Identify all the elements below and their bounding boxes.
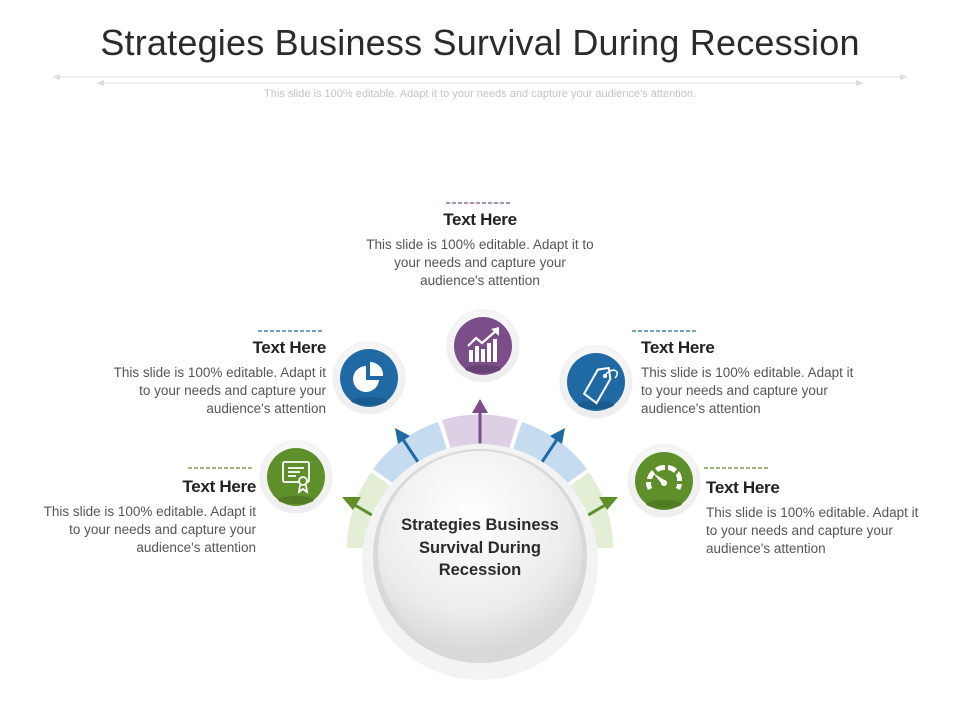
slide-title: Strategies Business Survival During Rece… — [100, 22, 860, 63]
heading-accents — [188, 202, 770, 469]
text-block-body: This slide is 100% editable. Adapt it to… — [366, 237, 594, 288]
text-block-heading: Text Here — [182, 477, 256, 496]
title-divider — [52, 74, 908, 86]
slide-subtitle: This slide is 100% editable. Adapt it to… — [264, 88, 696, 100]
text-block-body: This slide is 100% editable. Adapt it to… — [113, 365, 326, 416]
text-block-heading: Text Here — [706, 478, 780, 497]
price-tag-icon — [582, 366, 618, 405]
certificate-icon — [282, 461, 310, 495]
text-block-right-upper: Text Here This slide is 100% editable. A… — [641, 338, 867, 418]
pie-chart-badge — [332, 341, 406, 415]
speedometer-badge — [627, 444, 701, 518]
arrow-left-blue — [400, 436, 420, 464]
text-block-body: This slide is 100% editable. Adapt it to… — [641, 365, 854, 416]
text-block-body: This slide is 100% editable. Adapt it to… — [706, 505, 919, 556]
text-block-heading: Text Here — [443, 210, 517, 229]
center-hub-label: Strategies Business Survival During Rece… — [401, 516, 559, 579]
center-hub — [362, 444, 598, 680]
growth-chart-icon — [467, 327, 499, 362]
price-tag-badge — [559, 345, 633, 419]
speedometer-icon — [645, 464, 683, 490]
pie-chart-icon — [353, 361, 384, 392]
arrow-right-blue — [540, 436, 560, 464]
text-block-heading: Text Here — [252, 338, 326, 357]
text-block-heading: Text Here — [641, 338, 715, 357]
text-block-body: This slide is 100% editable. Adapt it to… — [43, 504, 256, 555]
text-block-top: Text Here This slide is 100% editable. A… — [362, 210, 598, 290]
certificate-badge — [259, 440, 333, 514]
text-block-left-upper: Text Here This slide is 100% editable. A… — [100, 338, 327, 418]
text-block-right-bottom: Text Here This slide is 100% editable. A… — [706, 478, 932, 558]
growth-chart-badge — [446, 309, 520, 383]
pointer-arrows — [342, 399, 618, 523]
text-block-left-bottom: Text Here This slide is 100% editable. A… — [30, 477, 257, 557]
